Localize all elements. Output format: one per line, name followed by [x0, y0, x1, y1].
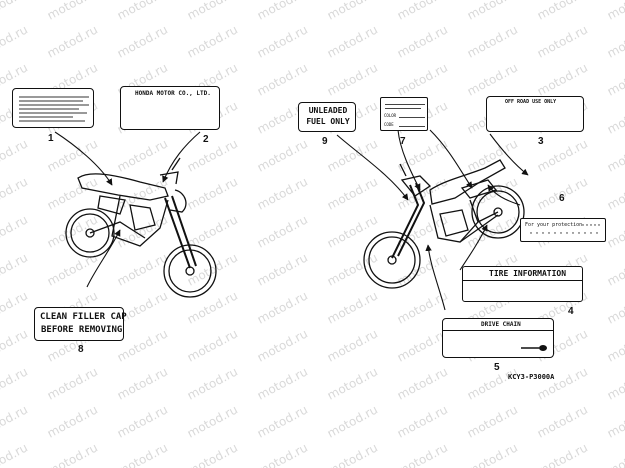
label-8-line-2: BEFORE REMOVING [41, 325, 123, 335]
label-1 [12, 88, 94, 128]
label-1-text-lines [19, 96, 89, 122]
label-6-text: For your protection [525, 222, 583, 228]
label-8: CLEAN FILLER CAP BEFORE REMOVING [34, 307, 127, 341]
label-4-text: TIRE INFORMATION [489, 269, 567, 278]
label-6: For your protection [520, 218, 606, 242]
callout-4: 4 [568, 306, 574, 317]
label-7-code: CODE [384, 122, 394, 127]
callout-6: 6 [559, 193, 565, 204]
motorcycle-right [363, 159, 525, 289]
diagram-code: KCY3-P3000A [508, 373, 555, 381]
callout-9: 9 [322, 136, 328, 147]
motorcycle-left [65, 157, 217, 298]
label-3: OFF ROAD USE ONLY [486, 96, 584, 132]
label-6-dots [530, 224, 600, 234]
label-3-text: OFF ROAD USE ONLY [505, 99, 557, 105]
chain-adjuster-icon [521, 345, 547, 351]
callout-2: 2 [203, 134, 209, 145]
label-7-color: COLOR [384, 113, 397, 118]
callout-3: 3 [538, 136, 544, 147]
label-4: TIRE INFORMATION [462, 266, 583, 302]
label-2: HONDA MOTOR CO., LTD. [120, 86, 220, 130]
label-5-text: DRIVE CHAIN [481, 321, 521, 328]
callout-7: 7 [400, 136, 406, 147]
label-9-text: UNLEADED FUEL ONLY [306, 106, 350, 126]
callout-5: 5 [494, 362, 500, 373]
leader-lines [54, 129, 529, 311]
callout-8: 8 [78, 344, 84, 355]
label-8-line-1: CLEAN FILLER CAP [40, 312, 127, 322]
label-2-text: HONDA MOTOR CO., LTD. [135, 90, 211, 97]
label-5: DRIVE CHAIN [442, 318, 554, 358]
label-9: UNLEADED FUEL ONLY [298, 102, 356, 132]
label-7: COLOR CODE [380, 97, 428, 131]
callout-1: 1 [48, 133, 54, 144]
